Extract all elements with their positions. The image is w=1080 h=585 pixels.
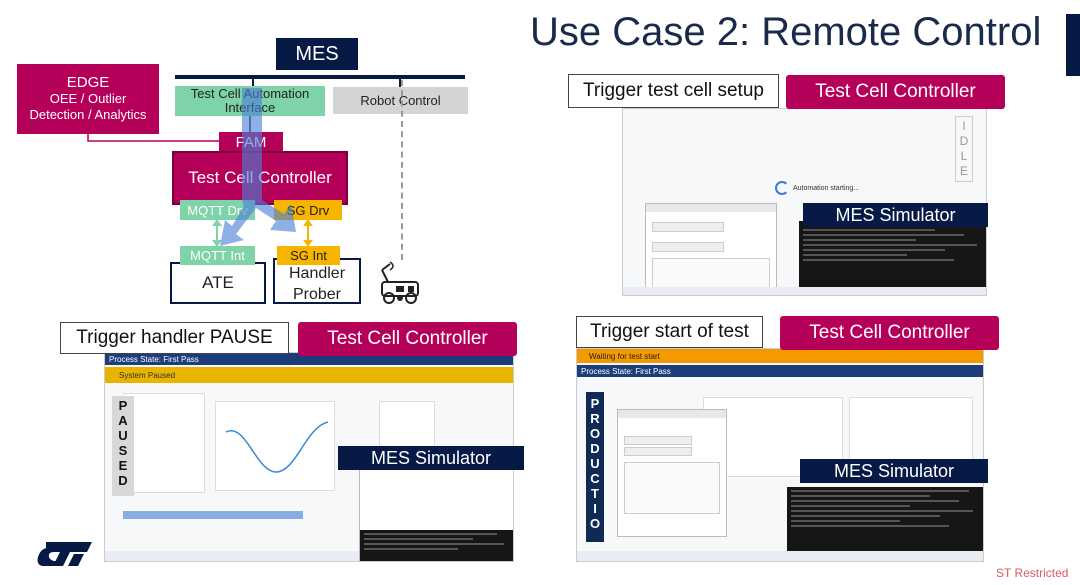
status-text: Automation starting... xyxy=(793,185,860,192)
process-state-bar: Process State: First Pass xyxy=(105,353,513,365)
mqtt-drv-box: MQTT Drv xyxy=(180,200,255,220)
edge-accent-bar xyxy=(1066,14,1080,76)
window-titlebar xyxy=(618,410,726,418)
edge-box: EDGE OEE / Outlier Detection / Analytics xyxy=(17,64,159,134)
robot-control-box: Robot Control xyxy=(333,87,468,114)
st-logo-icon xyxy=(37,542,92,566)
production-letter: I xyxy=(593,501,597,516)
ate-label: ATE xyxy=(202,273,234,292)
sg-arrow-up xyxy=(303,219,313,226)
edge-line3: Detection / Analytics xyxy=(29,107,147,122)
slide-title: Use Case 2: Remote Control xyxy=(530,10,1042,54)
chart-area-3b xyxy=(849,397,973,467)
system-paused-banner: System Paused xyxy=(105,367,513,383)
paused-letter: U xyxy=(118,428,128,443)
taskbar xyxy=(623,287,986,295)
window-titlebar xyxy=(646,204,776,212)
terminal-window-2 xyxy=(360,530,513,561)
production-letter: P xyxy=(590,396,600,411)
mqtt-simulator-window xyxy=(645,203,777,294)
connection-field[interactable] xyxy=(624,436,692,445)
mqtt-arrow-down xyxy=(212,240,222,247)
paused-letter: P xyxy=(118,398,128,413)
sg-int-box: SG Int xyxy=(277,246,340,265)
prober-label: Prober xyxy=(292,286,342,303)
sg-arrow-down xyxy=(303,240,313,247)
tag-mes-simulator-3: MES Simulator xyxy=(800,459,988,483)
taskbar xyxy=(577,551,983,561)
waiting-banner: Waiting for test start xyxy=(577,349,983,363)
curve-path xyxy=(225,421,329,473)
tag-mes-simulator-2: MES Simulator xyxy=(338,446,524,470)
tag-test-cell-controller-1: Test Cell Controller xyxy=(786,75,1005,109)
paused-letter: S xyxy=(118,443,128,458)
callout-trigger-pause: Trigger handler PAUSE xyxy=(60,322,289,354)
mqtt-arrow-up xyxy=(212,219,222,226)
production-letter: C xyxy=(590,471,600,486)
edge-title: EDGE xyxy=(66,74,110,91)
tag-mes-simulator-1: MES Simulator xyxy=(803,203,988,227)
mqtt-simulator-window-3 xyxy=(617,409,727,537)
tag-test-cell-controller-2: Test Cell Controller xyxy=(298,322,517,356)
idle-indicator: I D L E xyxy=(955,116,973,182)
topic-field[interactable] xyxy=(624,447,692,456)
edge-to-fam-line xyxy=(87,134,219,142)
st-restricted-label: ST Restricted xyxy=(996,566,1069,580)
flow-arrow-shape xyxy=(220,88,296,246)
robot-icon xyxy=(381,261,419,304)
progress-bar xyxy=(123,511,303,519)
mes-sim-window-2 xyxy=(359,469,513,561)
mes-box: MES xyxy=(276,38,358,70)
handler-label: Handler xyxy=(288,265,346,282)
production-letter: T xyxy=(591,486,599,501)
idle-letter: D xyxy=(959,134,969,148)
mqtt-int-box: MQTT Int xyxy=(180,246,255,265)
production-letter: D xyxy=(590,441,600,456)
tracking-chart xyxy=(215,401,335,491)
process-state-bar-3: Process State: First Pass xyxy=(577,365,983,377)
production-indicator: P R O D U C T I O xyxy=(586,392,604,542)
info-table xyxy=(123,393,205,493)
tag-test-cell-controller-3: Test Cell Controller xyxy=(780,316,999,350)
idle-letter: E xyxy=(959,164,968,178)
terminal-window xyxy=(799,221,986,295)
idle-letter: L xyxy=(960,149,968,163)
edge-line2: OEE / Outlier xyxy=(49,91,127,106)
paused-indicator: P A U S E D xyxy=(112,396,134,496)
mes-bus-line xyxy=(175,75,465,79)
dashed-divider xyxy=(401,80,403,260)
chart-curve xyxy=(225,421,329,473)
production-letter: O xyxy=(589,426,601,441)
production-letter: R xyxy=(590,411,600,426)
message-tree xyxy=(624,462,720,514)
production-letter: O xyxy=(589,516,601,531)
callout-trigger-start: Trigger start of test xyxy=(576,316,763,348)
callout-trigger-setup: Trigger test cell setup xyxy=(568,74,779,108)
paused-letter: D xyxy=(118,473,128,488)
loading-spinner-icon xyxy=(775,181,789,195)
terminal-window-3 xyxy=(787,487,983,561)
panel1-screenshot: Automation starting... xyxy=(622,108,987,296)
topic-field[interactable] xyxy=(652,242,724,252)
panel3-screenshot: Waiting for test start Process State: Fi… xyxy=(576,348,984,562)
connection-field[interactable] xyxy=(652,222,724,232)
handler-prober-box: Handler Prober xyxy=(273,258,361,304)
idle-letter: I xyxy=(962,119,966,133)
paused-letter: E xyxy=(118,458,128,473)
bus-drop-tca xyxy=(252,78,254,90)
taskbar xyxy=(105,551,513,561)
bus-drop-robot xyxy=(399,78,401,90)
paused-letter: A xyxy=(118,413,128,428)
production-letter: U xyxy=(590,456,600,471)
